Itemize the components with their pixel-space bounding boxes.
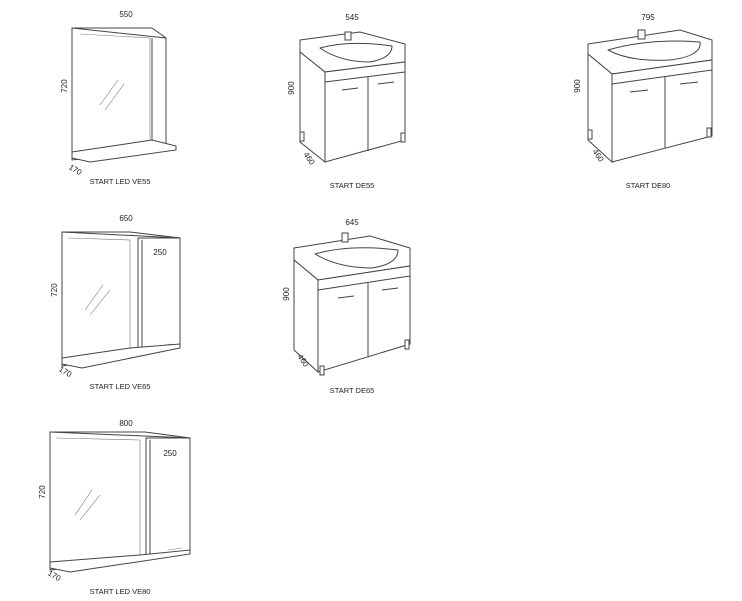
width-label: 545 [345,13,359,22]
height-label: 900 [573,79,582,93]
width-label: 795 [641,13,655,22]
vanity-drawing [587,29,713,164]
product-caption: START DE55 [330,181,375,190]
cabinet-width-label: 250 [153,248,167,257]
product-caption: START LED VE55 [90,177,151,186]
height-label: 900 [287,81,296,95]
height-label: 720 [38,485,47,499]
depth-label: 170 [57,365,74,380]
product-caption: START LED VE65 [90,382,151,391]
vanity-drawing [299,31,406,164]
width-label: 550 [119,10,133,19]
mirror-ve65: 650 720 250 170 START LED VE65 [50,214,181,391]
mirror-ve55: 550 720 170 START LED VE55 [60,10,177,186]
mirror-ve80: 800 720 250 170 START LED VE80 [38,419,191,596]
mirror-drawing [71,27,177,163]
product-caption: START DE80 [626,181,671,190]
vanity-drawing [293,232,411,376]
width-label: 800 [119,419,133,428]
vanity-de55: 545 900 460 START DE55 [287,13,406,190]
vanity-de65: 645 900 460 START DE65 [282,218,411,395]
height-label: 900 [282,287,291,301]
depth-label: 170 [46,569,63,584]
width-label: 650 [119,214,133,223]
mirror-cabinet-drawing: 250 [61,231,181,369]
mirror-cabinet-drawing: 250 [49,431,191,573]
width-label: 645 [345,218,359,227]
vanity-de80: 795 900 460 START DE80 [573,13,713,190]
product-caption: START LED VE80 [90,587,151,596]
cabinet-width-label: 250 [163,449,177,458]
product-caption: START DE65 [330,386,375,395]
height-label: 720 [60,79,69,93]
height-label: 720 [50,283,59,297]
depth-label: 170 [67,163,84,178]
